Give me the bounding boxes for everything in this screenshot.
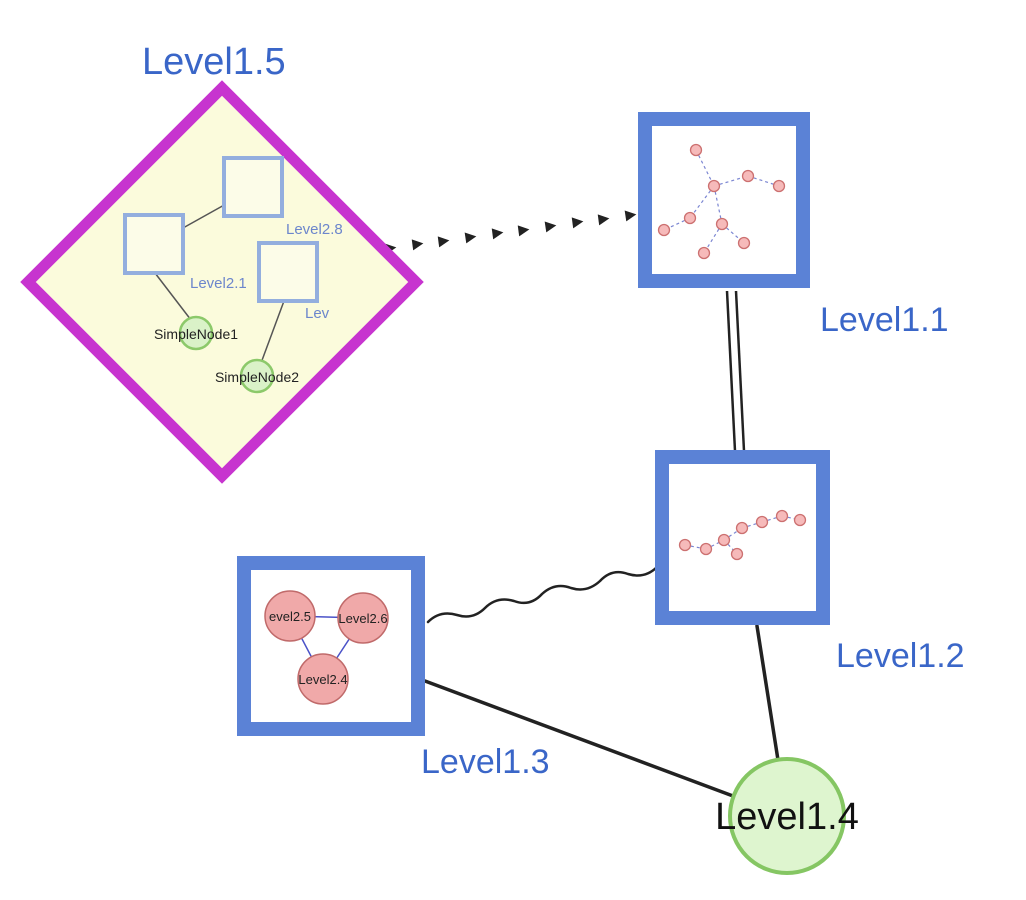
level1-5-inner-edges <box>154 203 285 364</box>
node-level2-1-label: Level2.1 <box>190 275 247 292</box>
edge-level11-to-level12-line2[interactable] <box>734 290 746 452</box>
edge-level21-to-level28[interactable] <box>182 203 227 229</box>
edge-lev-to-simplenode2[interactable] <box>260 300 285 364</box>
node-level2-5[interactable] <box>264 590 316 642</box>
mini-graph-node[interactable] <box>755 515 769 529</box>
level1-2-inner-graph <box>678 509 807 561</box>
node-level1-4-label: Level1.4 <box>715 796 859 838</box>
mini-graph-node[interactable] <box>683 211 697 225</box>
mini-graph-node[interactable] <box>730 547 744 561</box>
edge-level15-to-level11[interactable] <box>384 210 637 255</box>
mini-graph-node[interactable] <box>715 217 729 231</box>
level1-4-circle-shape[interactable] <box>728 757 846 875</box>
level1-5-diamond-shape[interactable] <box>20 80 424 484</box>
node-simplenode2-label: SimpleNode2 <box>215 369 299 385</box>
level1-2-square-shape[interactable] <box>655 450 830 625</box>
node-level2-4[interactable] <box>297 653 349 705</box>
mini-graph-node[interactable] <box>678 538 692 552</box>
node-level1-3[interactable]: evel2.5 Level2.6 Level2.4 <box>237 556 425 736</box>
node-level2-4-label: Level2.4 <box>298 672 347 687</box>
node-level2-6[interactable] <box>337 592 389 644</box>
node-level2-8-label: Level2.8 <box>286 221 343 238</box>
node-simplenode1[interactable] <box>178 315 214 351</box>
edge-level13-to-level12[interactable] <box>426 565 659 624</box>
node-level1-5-label: Level1.5 <box>142 41 286 83</box>
mini-graph-node[interactable] <box>707 179 721 193</box>
node-level2-lev-label: Lev <box>305 305 330 322</box>
mini-graph-node[interactable] <box>735 521 749 535</box>
node-level1-3-label: Level1.3 <box>421 743 550 781</box>
mini-graph-node[interactable] <box>793 513 807 527</box>
edge-level11-to-level12-line1[interactable] <box>725 290 737 452</box>
mini-graph-node[interactable] <box>717 533 731 547</box>
mini-graph-node[interactable] <box>741 169 755 183</box>
node-simplenode1-label: SimpleNode1 <box>154 326 238 342</box>
node-level2-8[interactable] <box>222 156 284 218</box>
level1-1-square-shape[interactable] <box>638 112 810 288</box>
mini-graph-edge[interactable] <box>713 185 723 225</box>
level1-1-inner-graph <box>657 143 786 260</box>
node-level2-6-label: Level2.6 <box>338 611 387 626</box>
node-level1-2[interactable] <box>655 450 830 625</box>
node-level1-1-label: Level1.1 <box>820 301 949 339</box>
mini-graph-edge[interactable] <box>663 217 691 231</box>
node-level2-1[interactable] <box>123 213 185 275</box>
mini-graph-node[interactable] <box>772 179 786 193</box>
mini-graph-node[interactable] <box>737 236 751 250</box>
mini-graph-edge[interactable] <box>689 185 715 219</box>
mini-graph-node[interactable] <box>697 246 711 260</box>
mini-graph-node[interactable] <box>657 223 671 237</box>
mini-graph-edge[interactable] <box>695 149 715 187</box>
mini-graph-node[interactable] <box>775 509 789 523</box>
edge-level13-to-level14[interactable] <box>423 679 735 798</box>
mini-graph-node[interactable] <box>699 542 713 556</box>
edge-level21-to-simplenode1[interactable] <box>154 272 192 321</box>
node-simplenode2[interactable] <box>239 358 275 394</box>
node-level1-5[interactable]: Level1.5 Level2.8 Level2.1 Lev SimpleNod… <box>20 41 424 484</box>
node-level1-2-label: Level1.2 <box>836 637 965 675</box>
edge-level12-to-level14[interactable] <box>755 624 780 762</box>
mini-graph-node[interactable] <box>689 143 703 157</box>
edges-layer <box>384 210 780 798</box>
node-level2-lev[interactable] <box>257 241 319 303</box>
node-level1-1[interactable] <box>638 112 810 288</box>
node-level2-5-label: evel2.5 <box>269 609 311 624</box>
level1-3-square-shape[interactable] <box>237 556 425 736</box>
node-level1-4[interactable]: Level1.4 <box>715 757 859 875</box>
